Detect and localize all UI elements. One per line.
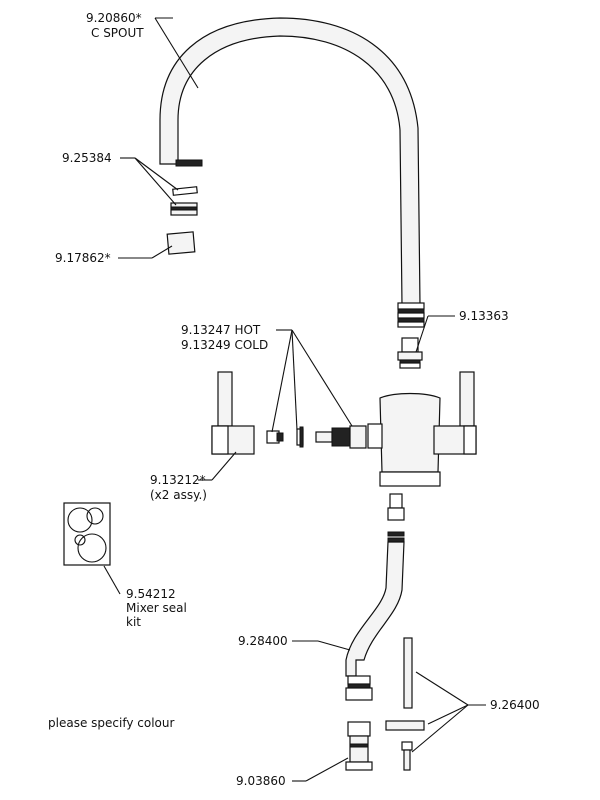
flexible-hose	[345, 493, 405, 701]
seal-kit	[63, 502, 111, 566]
label-spout-code: 9.20860*	[86, 11, 142, 25]
label-cartridge-cold: 9.13249 COLD	[181, 338, 268, 352]
label-spout-insert: 9.17862*	[55, 251, 111, 265]
tail-adaptor	[345, 721, 373, 771]
label-hose: 9.28400	[238, 634, 288, 648]
label-aerator: 9.25384	[62, 151, 112, 165]
label-connector: 9.13363	[459, 309, 509, 323]
label-handle-note: (x2 assy.)	[150, 488, 207, 502]
spout-insert	[166, 231, 196, 255]
aerator-parts	[170, 186, 198, 216]
label-fixing-kit: 9.26400	[490, 698, 540, 712]
label-cartridge-hot: 9.13247 HOT	[181, 323, 261, 337]
spout-connector	[397, 337, 423, 369]
handle-assembly	[211, 371, 255, 455]
c-spout	[159, 17, 425, 328]
colour-note: please specify colour	[48, 716, 175, 730]
label-seal-kit-line2: kit	[126, 615, 141, 629]
label-handle: 9.13212*	[150, 473, 206, 487]
label-tail-adaptor: 9.03860	[236, 774, 286, 788]
cartridge-parts	[266, 425, 367, 449]
mixer-body	[367, 371, 477, 487]
label-seal-kit-code: 9.54212	[126, 587, 176, 601]
fixing-kit	[385, 637, 425, 771]
label-seal-kit-line1: Mixer seal	[126, 601, 187, 615]
label-spout-name: C SPOUT	[91, 26, 144, 40]
